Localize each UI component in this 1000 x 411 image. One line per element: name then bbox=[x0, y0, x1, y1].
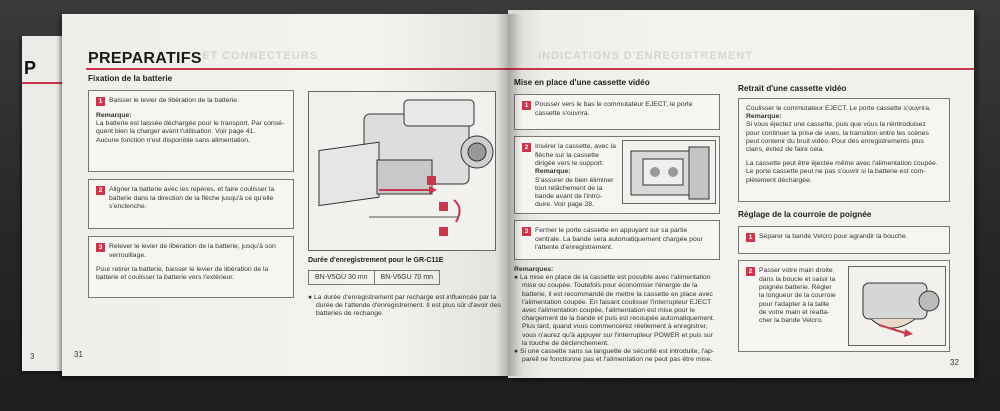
back-page-red-rule bbox=[22, 82, 74, 84]
step1-text: Baisser le levier de libération de la ba… bbox=[109, 97, 239, 104]
remarques-line-5: chargement de la bande et puis est recou… bbox=[522, 315, 715, 323]
c-step2-line5: de votre main et réatta- bbox=[759, 308, 830, 316]
step2-line1: Aligner la batterie avec les repères, et… bbox=[109, 186, 275, 193]
r-step3-line3: l'attente d'enregistrement. bbox=[535, 244, 613, 252]
step3-line2: verrouillage. bbox=[109, 252, 147, 259]
left-ghost-title: ET CONNECTEURS bbox=[202, 50, 319, 62]
r-step2-line6: bande avant de l'intro- bbox=[535, 193, 603, 201]
remarques-line-4: avec l'alimentation coupée, l'alimentati… bbox=[522, 307, 695, 315]
hand-strap-illustration bbox=[848, 266, 946, 346]
step3-extra1: Pour retirer la batterie, baisser le lev… bbox=[96, 266, 269, 274]
right-red-rule bbox=[508, 68, 974, 70]
camcorder-illustration bbox=[308, 91, 496, 251]
step3-line1: Relever le levier de libération de la ba… bbox=[109, 243, 276, 250]
r-step3-line2: centrale. La bande sera automatiquement … bbox=[535, 236, 703, 243]
retrait-line-4: peut contenir du bruit vidéo. Pour des e… bbox=[746, 137, 924, 145]
retrait-line-3: pour continuer la prise de vues, la tran… bbox=[746, 129, 929, 137]
duration-note: ● La durée d'enregistrement par recharge… bbox=[308, 294, 508, 319]
step3-box: 3 Relever le levier de libération de la b… bbox=[88, 236, 294, 298]
remarque1-line1: La batterie est laissée déchargée pour l… bbox=[96, 120, 285, 128]
step3-extra2: batterie et coulisser la batterie vers l… bbox=[96, 274, 235, 282]
section-mise-en-place: Mise en place d'une cassette vidéo bbox=[514, 78, 650, 87]
remarque1-label: Remarque: bbox=[96, 112, 132, 119]
remarques-block: Remarques: ● La mise en place de la cass… bbox=[514, 266, 728, 364]
step3-number: 3 bbox=[96, 243, 105, 252]
r-step3-box: 3 Fermer le porte cassette en appuyant su… bbox=[514, 220, 720, 260]
retrait-line-1: Remarque: bbox=[746, 113, 782, 121]
r-step1-line2: cassette s'ouvrira. bbox=[535, 110, 590, 117]
left-red-rule bbox=[86, 68, 510, 70]
r-step3-line1: Fermer le porte cassette en appuyant sur… bbox=[535, 227, 688, 234]
retrait-line-0: Coulisser le commutateur EJECT. Le porte… bbox=[746, 105, 931, 112]
section-courroie: Réglage de la courroie de poignée bbox=[738, 210, 872, 219]
right-ghost-title: INDICATIONS D'ENREGISTREMENT bbox=[538, 50, 753, 62]
remarques-line-2: batterie, il est recommandé de mettre la… bbox=[522, 290, 713, 298]
c-step1-number: 1 bbox=[746, 233, 755, 242]
note-line2: durée de l'attende d'enregistrement. Il … bbox=[316, 302, 501, 310]
page-title: PREPARATIFS bbox=[88, 50, 202, 67]
duration-table: BN-V5GU 30 mn BN-V6GU 70 mn bbox=[308, 270, 441, 285]
r-step2-line4: S'assurer de bien éliminer bbox=[535, 176, 614, 184]
r-step2-line7: duire. Voir page 28. bbox=[535, 201, 594, 209]
c-step2-line1: dans la boucle et saisir la bbox=[759, 276, 836, 283]
step1-box: 1 Baisser le levier de libération de la b… bbox=[88, 90, 294, 172]
r-step1-number: 1 bbox=[522, 101, 531, 110]
left-page-number: 31 bbox=[74, 350, 83, 359]
c-step1-box: 1 Séparer la bande Velcro pour agrandir l… bbox=[738, 226, 950, 254]
duration-cell-v5: BN-V5GU 30 mn bbox=[309, 271, 375, 284]
remarque1-line2: quent bien la charger avant l'utilisatio… bbox=[96, 128, 256, 136]
section-retrait: Retrait d'une cassette vidéo bbox=[738, 84, 847, 93]
remarques-label: Remarques: bbox=[514, 266, 554, 273]
r-step1-box: 1 Pousser vers le bas le commutateur EJEC… bbox=[514, 94, 720, 130]
cassette-illustration bbox=[622, 140, 716, 204]
r-step2-line5: tout relâchement de la bbox=[535, 184, 603, 192]
back-page-number: 3 bbox=[30, 352, 35, 361]
remarques-line-9: ● Si une cassette sans sa languette de s… bbox=[514, 348, 714, 356]
c-step2-line2: poignée batterie. Régler bbox=[759, 284, 832, 292]
step2-line2: batterie dans la direction de la flèche … bbox=[109, 195, 274, 202]
remarques-line-1: mise ou coupée. Toutefois pour économise… bbox=[522, 282, 698, 290]
step2-number: 2 bbox=[96, 186, 105, 195]
right-page-number: 32 bbox=[950, 358, 959, 367]
retrait-box: Coulisser le commutateur EJECT. Le porte… bbox=[738, 98, 950, 202]
retrait-line-8: Le porte cassette peut ne pas s'ouvrir s… bbox=[746, 168, 926, 176]
c-step1-text: Séparer la bande Velcro pour agrandir la… bbox=[759, 233, 908, 240]
retrait-line-2: Si vous éjectez une cassette, puis que v… bbox=[746, 121, 926, 129]
remarques-line-6: Plus tard, quand vous commencerez réelle… bbox=[522, 323, 708, 331]
duration-cell-v6: BN-V6GU 70 mn bbox=[380, 274, 434, 281]
left-page: ET CONNECTEURS PREPARATIFS Fixation de l… bbox=[62, 14, 510, 376]
r-step1-line1: Pousser vers le bas le commutateur EJECT… bbox=[535, 101, 693, 108]
duration-title: Durée d'enregistrement pour le GR-C11E bbox=[308, 257, 444, 264]
remarques-line-7: vous n'aurez qu'à appuyer sur l'interrup… bbox=[522, 331, 713, 339]
c-step2-line0: Passer votre main droite bbox=[759, 267, 833, 274]
note-line1: La durée d'enregistrement par recharge e… bbox=[314, 294, 497, 301]
right-page: INDICATIONS D'ENREGISTREMENT Mise en pla… bbox=[508, 10, 974, 378]
r-step2-line2: flèche sur la cassette bbox=[535, 152, 599, 159]
retrait-line-7: La cassette peut être éjectée même avec … bbox=[746, 160, 938, 168]
retrait-line-5: clairs, évitez de faire cela. bbox=[746, 146, 825, 154]
retrait-line-9: plètement déchargée. bbox=[746, 176, 812, 184]
step1-number: 1 bbox=[96, 97, 105, 106]
step2-line3: s'enclenche. bbox=[109, 203, 147, 211]
remarques-line-8: la touche de déclenchement. bbox=[522, 339, 609, 347]
c-step2-number: 2 bbox=[746, 267, 755, 276]
book-gutter bbox=[496, 14, 522, 376]
remarques-line-3: l'alimentation coupée. En faisant coulis… bbox=[522, 298, 712, 306]
c-step2-line3: la longueur de la courroie bbox=[759, 292, 836, 300]
c-step2-line4: pour l'adapter à la taille bbox=[759, 300, 830, 308]
c-step2-line6: cher la bande Velcro. bbox=[759, 317, 823, 325]
r-step3-number: 3 bbox=[522, 227, 531, 236]
r-step2-remarque: Remarque: bbox=[535, 168, 571, 176]
remarques-line-10: pareil ne fonctionne pas et l'alimentati… bbox=[522, 356, 713, 364]
r-step2-line3: dirigée vers le support. bbox=[535, 160, 604, 168]
section-fixation: Fixation de la batterie bbox=[88, 74, 173, 83]
step2-box: 2 Aligner la batterie avec les repères, e… bbox=[88, 179, 294, 229]
remarque1-line3: Aucune fonction n'est disponible sans al… bbox=[96, 136, 250, 144]
note-line3: batteries de rechange. bbox=[316, 310, 384, 318]
back-page-letter: P bbox=[24, 58, 37, 78]
remarques-line-0: ● La mise en place de la cassette est po… bbox=[514, 274, 711, 282]
r-step2-number: 2 bbox=[522, 143, 531, 152]
r-step2-line1: Insérer la cassette, avec la bbox=[535, 143, 616, 150]
